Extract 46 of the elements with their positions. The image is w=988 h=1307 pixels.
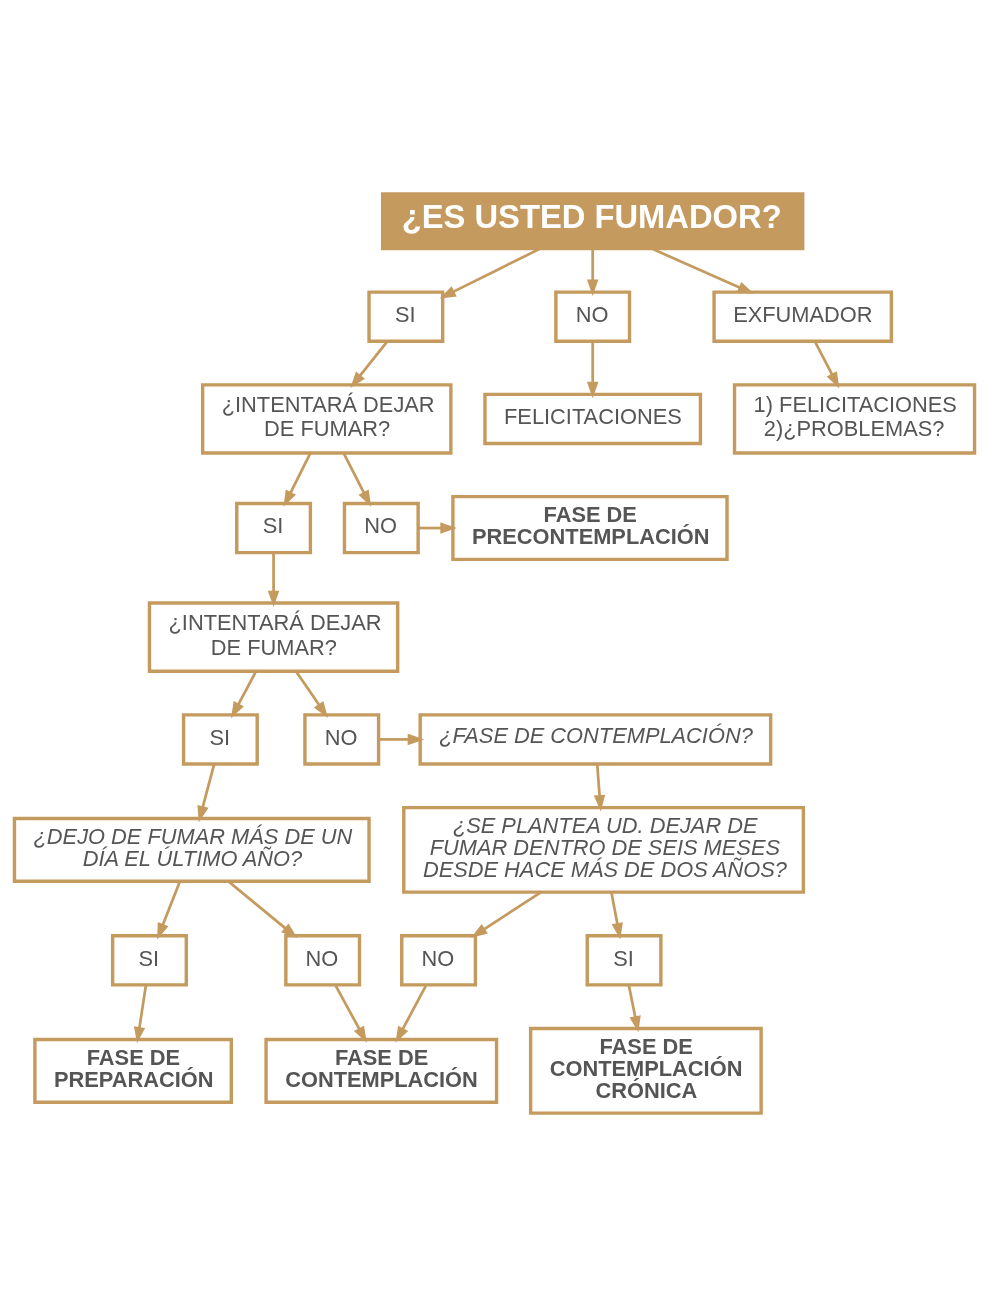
node-box: ¿SE PLANTEA UD. DEJAR DE FUMAR DENTRO DE SEIS MESES DESDE HACE MÁS DE DOS AÑOS?	[401, 805, 805, 894]
arrow	[626, 984, 641, 1033]
arrow	[394, 984, 427, 1043]
arrow	[349, 340, 388, 388]
node-box: ¿FASE DE CONTEMPLACIÓN?	[417, 713, 772, 766]
node-box: SI	[366, 290, 444, 343]
arrow	[294, 670, 328, 718]
arrow	[196, 763, 215, 823]
arrow	[470, 891, 541, 938]
node-box: SI	[585, 934, 663, 987]
node-box: FASE DE CONTEMPLACIÓN CRÓNICA	[528, 1026, 763, 1115]
node-box: FASE DE CONTEMPLACIÓN	[263, 1037, 498, 1104]
node-box: EXFUMADOR	[711, 290, 893, 343]
node-box: SI	[181, 713, 259, 766]
node-box: NO	[399, 934, 477, 987]
arrow	[342, 452, 371, 507]
arrow	[439, 247, 541, 299]
node-box: FELICITACIONES	[482, 392, 702, 446]
arrow	[378, 733, 424, 746]
arrow	[156, 880, 181, 940]
arrow	[226, 880, 297, 939]
arrow	[417, 522, 457, 534]
node-box: ¿INTENTARÁ DEJAR DE FUMAR?	[200, 383, 453, 455]
arrow	[283, 452, 311, 507]
arrow	[230, 671, 257, 719]
arrow	[586, 248, 598, 296]
node-box: NO	[302, 713, 380, 766]
arrow	[333, 984, 367, 1043]
node-box: FASE DE PRECONTEMPLACIÓN	[450, 494, 729, 562]
arrow	[593, 764, 605, 812]
arrow	[133, 984, 147, 1044]
node-box: NO	[283, 934, 361, 987]
node-box: SI	[110, 934, 188, 987]
node-box: ¿DEJO DE FUMAR MÁS DE UN DÍA EL ÚLTIMO AÑO?	[12, 816, 371, 883]
arrow	[267, 553, 279, 608]
arrow	[650, 247, 754, 294]
node-box: ¿ES USTED FUMADOR?	[380, 192, 804, 251]
node-box: NO	[342, 501, 420, 555]
node-box: SI	[234, 501, 312, 555]
node-box: NO	[553, 290, 631, 343]
node-box: 1) FELICITACIONES 2)¿PROBLEMAS?	[732, 383, 976, 455]
arrow	[609, 892, 623, 940]
node-box: FASE DE PREPARACIÓN	[32, 1037, 233, 1104]
arrow	[586, 341, 598, 399]
node-box: ¿INTENTARÁ DEJAR DE FUMAR?	[147, 601, 399, 673]
arrow	[813, 341, 839, 389]
